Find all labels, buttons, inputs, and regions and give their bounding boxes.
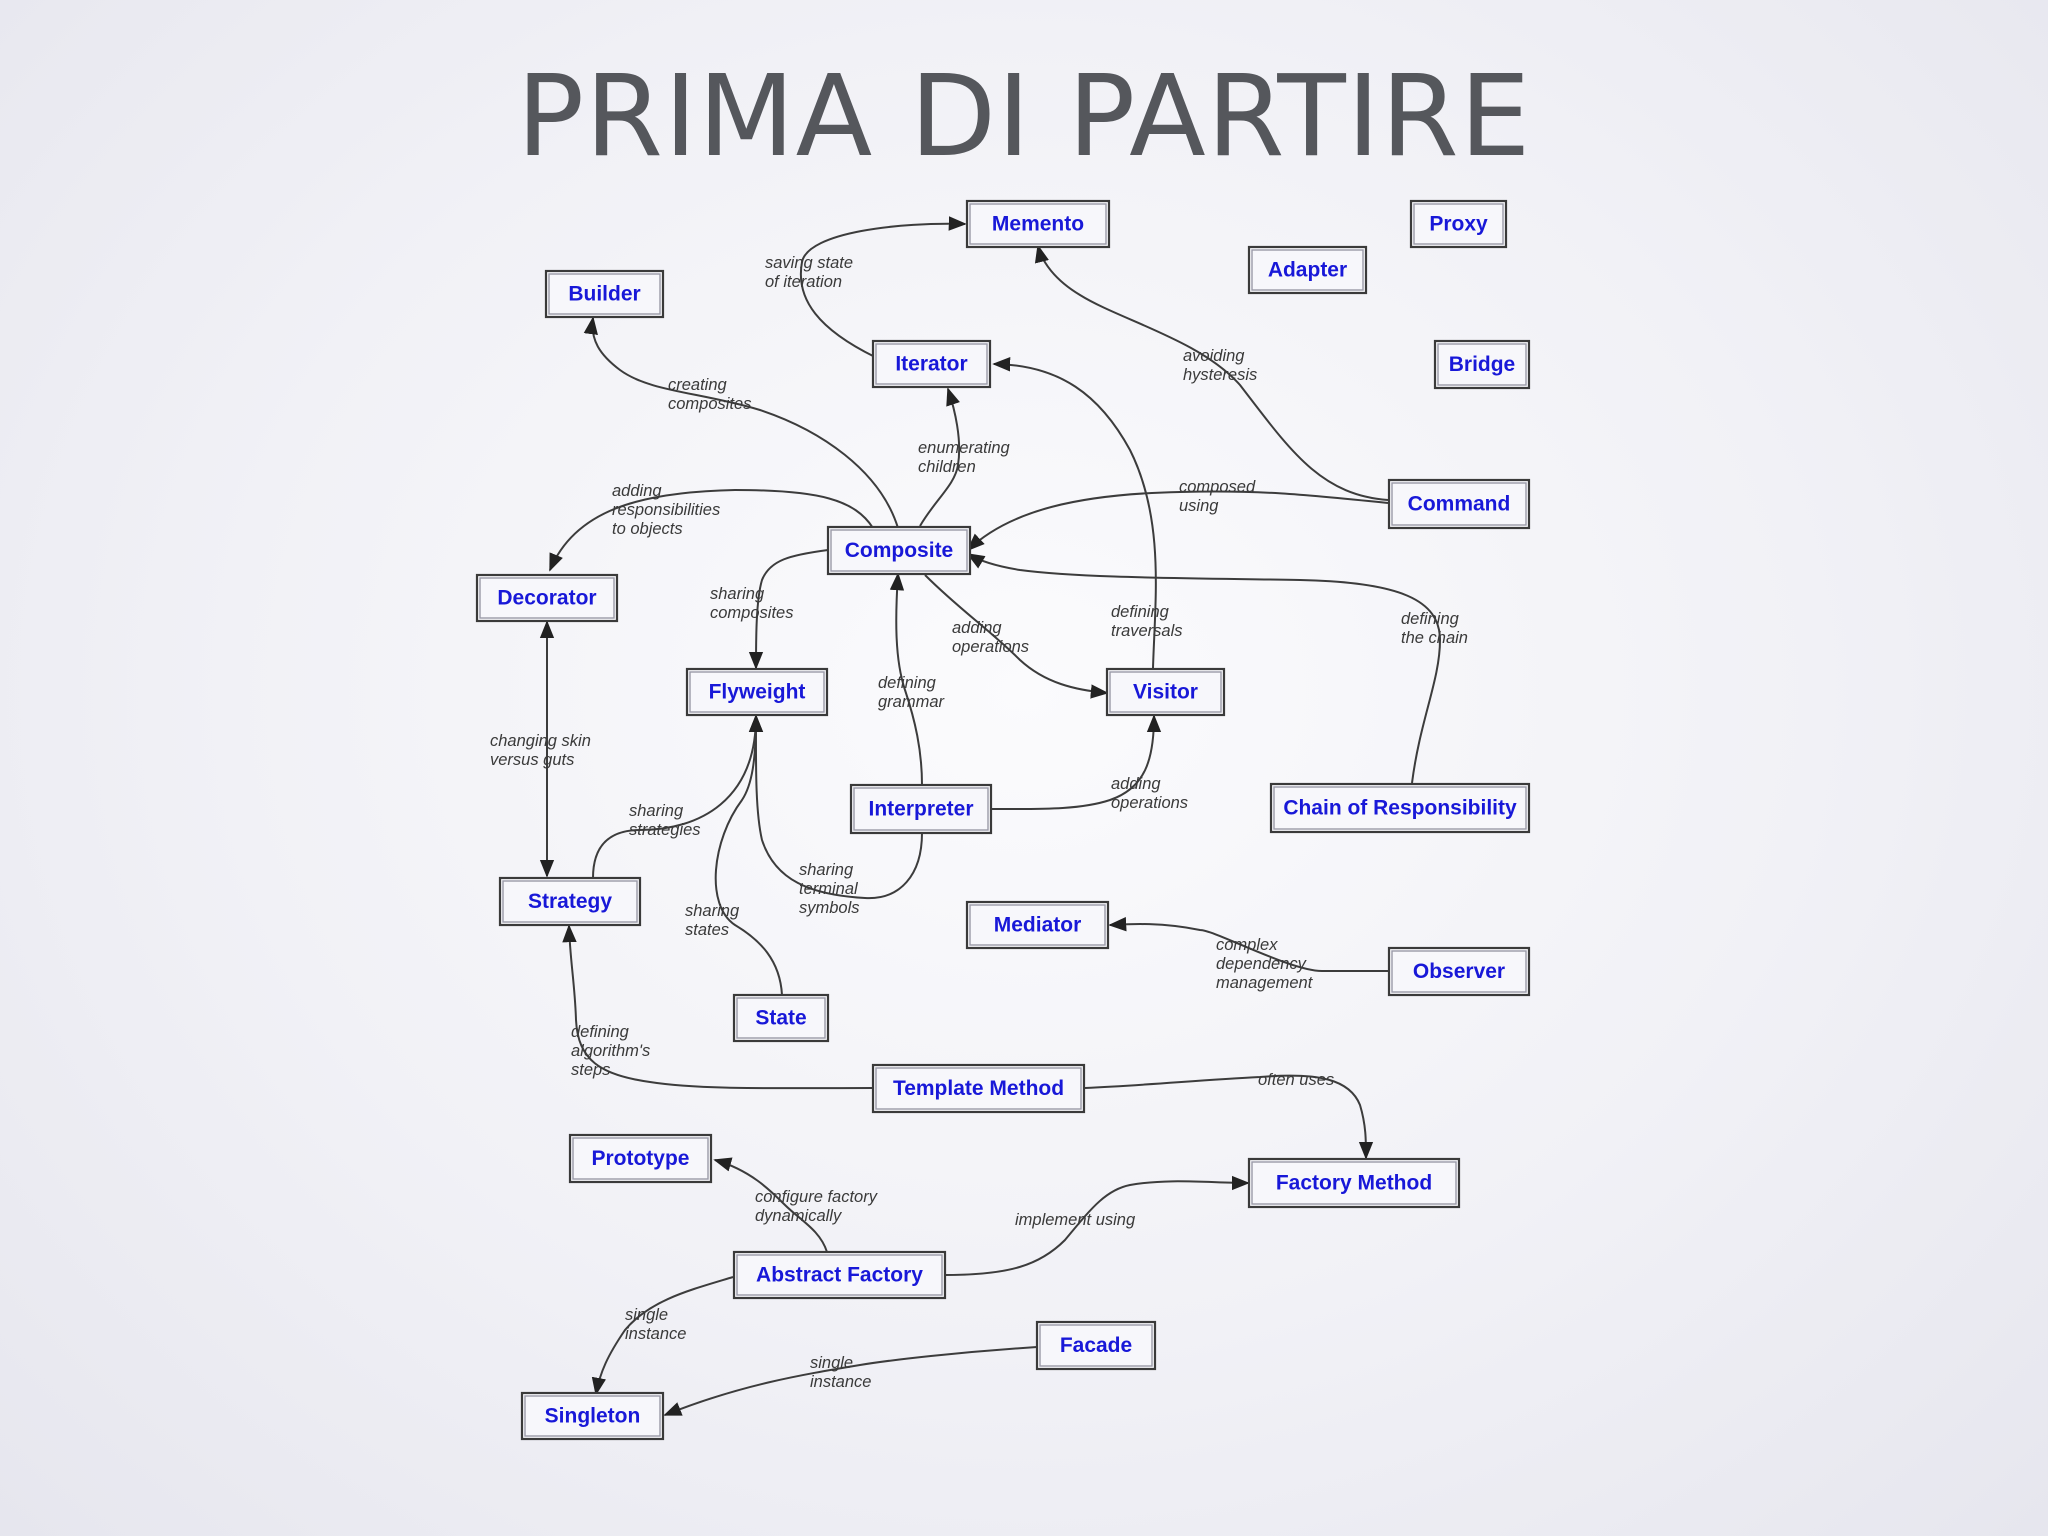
node-visitor: Visitor bbox=[1105, 667, 1226, 717]
edge-composite-visitor bbox=[924, 574, 1109, 699]
edge-composite-flyweight bbox=[748, 549, 829, 670]
label-configure-factory: configure factory dynamically bbox=[755, 1188, 882, 1225]
edge-composite-iterator bbox=[919, 387, 961, 527]
node-state: State bbox=[732, 993, 830, 1043]
label-adding-responsibilities: adding responsibilities to objects bbox=[612, 482, 725, 538]
node-composite: Composite bbox=[826, 525, 972, 576]
node-proxy: Proxy bbox=[1409, 199, 1508, 249]
edge-state-flyweight bbox=[714, 714, 783, 996]
label-implement-using: implement using bbox=[1015, 1211, 1136, 1229]
label-sharing-composites: sharing composites bbox=[710, 585, 793, 622]
label-composed-using: composed using bbox=[1179, 478, 1260, 515]
label-changing-skin: changing skin versus guts bbox=[490, 732, 596, 769]
node-template-method: Template Method bbox=[871, 1063, 1086, 1114]
edge-composite-builder bbox=[583, 316, 899, 529]
svg-text:Decorator: Decorator bbox=[497, 587, 596, 610]
node-factory-method: Factory Method bbox=[1247, 1157, 1461, 1209]
node-abstract-factory: Abstract Factory bbox=[732, 1250, 947, 1300]
label-defining-grammar: defining grammar bbox=[878, 674, 946, 711]
node-chain-of-responsibility: Chain of Responsibility bbox=[1269, 782, 1531, 834]
edge-template-factory bbox=[1084, 1074, 1374, 1160]
label-often-uses: often uses bbox=[1258, 1071, 1334, 1089]
svg-text:Composite: Composite bbox=[845, 539, 954, 562]
label-sharing-strategies: sharing strategies bbox=[629, 802, 701, 839]
svg-text:Chain of Responsibility: Chain of Responsibility bbox=[1283, 797, 1517, 820]
node-bridge: Bridge bbox=[1433, 339, 1531, 390]
edge-strategy-flyweight bbox=[592, 714, 764, 879]
svg-text:Abstract Factory: Abstract Factory bbox=[756, 1264, 923, 1287]
edge-command-composite bbox=[966, 490, 1389, 552]
svg-text:State: State bbox=[755, 1007, 806, 1030]
label-saving-state: saving state of iteration bbox=[765, 254, 858, 291]
svg-text:Adapter: Adapter bbox=[1268, 259, 1347, 282]
svg-text:Builder: Builder bbox=[568, 283, 640, 306]
svg-text:Iterator: Iterator bbox=[895, 353, 967, 376]
svg-text:Factory Method: Factory Method bbox=[1276, 1172, 1432, 1195]
svg-text:Visitor: Visitor bbox=[1133, 681, 1198, 704]
node-flyweight: Flyweight bbox=[685, 667, 829, 717]
svg-text:Strategy: Strategy bbox=[528, 890, 612, 913]
svg-text:Prototype: Prototype bbox=[591, 1147, 689, 1170]
node-observer: Observer bbox=[1387, 946, 1531, 997]
node-adapter: Adapter bbox=[1247, 245, 1368, 295]
edges bbox=[539, 216, 1442, 1416]
svg-text:Facade: Facade bbox=[1060, 1334, 1132, 1357]
edge-command-memento bbox=[1034, 244, 1389, 501]
nodes: Memento Proxy Adapter Builder Iterator B… bbox=[475, 199, 1531, 1441]
edge-facade-singleton bbox=[663, 1346, 1038, 1416]
label-enumerating-children: enumerating children bbox=[918, 439, 1014, 476]
label-defining-chain: defining the chain bbox=[1401, 610, 1468, 647]
label-single-instance-1: single instance bbox=[625, 1306, 686, 1343]
svg-text:Observer: Observer bbox=[1413, 960, 1505, 983]
node-strategy: Strategy bbox=[498, 876, 642, 927]
label-creating-composites: creating composites bbox=[668, 376, 751, 413]
node-iterator: Iterator bbox=[871, 339, 992, 389]
node-facade: Facade bbox=[1035, 1320, 1157, 1371]
edge-composite-decorator bbox=[549, 488, 874, 572]
label-defining-algorithm: defining algorithm's steps bbox=[571, 1023, 655, 1079]
node-memento: Memento bbox=[965, 199, 1111, 249]
svg-text:Mediator: Mediator bbox=[994, 914, 1082, 937]
node-mediator: Mediator bbox=[965, 900, 1110, 950]
svg-text:Memento: Memento bbox=[992, 213, 1084, 236]
label-defining-traversals: defining traversals bbox=[1111, 603, 1183, 640]
node-interpreter: Interpreter bbox=[849, 783, 993, 835]
node-singleton: Singleton bbox=[520, 1391, 665, 1441]
edge-interpreter-composite bbox=[889, 572, 923, 786]
edge-abstract-prototype bbox=[713, 1157, 828, 1253]
label-sharing-states: sharing states bbox=[685, 902, 744, 939]
edge-abstract-singleton bbox=[591, 1276, 734, 1396]
label-single-instance-2: single instance bbox=[810, 1354, 871, 1391]
edge-interpreter-visitor bbox=[991, 714, 1162, 811]
label-adding-operations-1: adding operations bbox=[952, 619, 1029, 656]
svg-text:Command: Command bbox=[1408, 493, 1511, 516]
svg-text:Proxy: Proxy bbox=[1429, 213, 1488, 236]
svg-text:Template Method: Template Method bbox=[893, 1077, 1064, 1100]
node-command: Command bbox=[1387, 478, 1531, 530]
svg-text:Singleton: Singleton bbox=[545, 1405, 641, 1428]
edge-interpreter-flyweight bbox=[748, 714, 923, 900]
label-adding-operations-2: adding operations bbox=[1111, 775, 1188, 812]
node-builder: Builder bbox=[544, 269, 665, 319]
label-sharing-terminal: sharing terminal symbols bbox=[799, 861, 862, 917]
node-prototype: Prototype bbox=[568, 1133, 713, 1184]
edge-abstract-factory bbox=[944, 1175, 1250, 1276]
edge-chain-composite bbox=[966, 553, 1442, 784]
edge-template-strategy bbox=[562, 924, 874, 1090]
edge-observer-mediator bbox=[1108, 916, 1389, 973]
svg-text:Bridge: Bridge bbox=[1449, 353, 1516, 376]
label-complex-dependency: complex dependency management bbox=[1216, 936, 1314, 992]
node-decorator: Decorator bbox=[475, 573, 619, 623]
edge-labels: saving state of iteration creating compo… bbox=[490, 254, 1468, 1391]
label-avoiding-hysteresis: avoiding hysteresis bbox=[1183, 347, 1257, 384]
edge-visitor-iterator bbox=[992, 357, 1157, 669]
svg-text:Interpreter: Interpreter bbox=[868, 798, 973, 821]
svg-text:Flyweight: Flyweight bbox=[709, 681, 806, 704]
edge-iterator-memento bbox=[799, 216, 967, 358]
slide-title: PRIMA DI PARTIRE bbox=[516, 52, 1532, 182]
